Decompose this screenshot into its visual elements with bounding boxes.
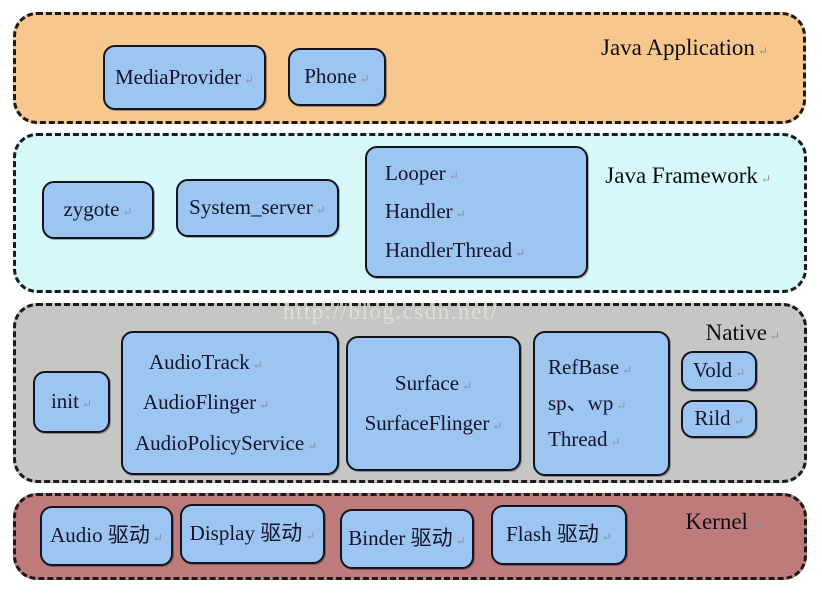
layer-native: Native↵ init↵ AudioTrack↵ AudioFlinger↵ … (13, 303, 807, 483)
box-line: Handler↵ (385, 199, 466, 224)
box-line: zygote↵ (63, 197, 132, 222)
layer-kernel: Kernel↵ Audio 驱动↵ Display 驱动↵ Binder 驱动↵… (13, 493, 807, 580)
box-mediaprovider: MediaProvider↵ (103, 45, 266, 110)
return-mark-icon: ↵ (757, 44, 768, 58)
box-phone: Phone↵ (288, 48, 386, 106)
box-text: Looper (385, 161, 446, 186)
layer-label-text: Java Application (601, 35, 755, 60)
return-mark-icon: ↵ (152, 531, 163, 546)
layer-label-java-framework: Java Framework↵ (605, 163, 771, 189)
box-line: Audio 驱动↵ (50, 523, 163, 548)
return-mark-icon: ↵ (252, 358, 263, 373)
return-mark-icon: ↵ (259, 398, 270, 413)
return-mark-icon: ↵ (455, 207, 466, 222)
return-mark-icon: ↵ (305, 529, 316, 544)
box-audio-driver: Audio 驱动↵ (40, 506, 173, 566)
box-line: sp、wp↵ (548, 391, 626, 416)
return-mark-icon: ↵ (769, 329, 780, 343)
box-line: AudioFlinger↵ (143, 390, 269, 415)
layer-java-framework: Java Framework↵ zygote↵ System_server↵ L… (13, 133, 807, 293)
box-line: Binder 驱动↵ (348, 526, 465, 551)
box-text: Binder 驱动 (348, 526, 453, 551)
box-line: System_server↵ (189, 195, 326, 220)
return-mark-icon: ↵ (515, 245, 526, 260)
box-text: Phone (304, 64, 357, 89)
box-text: MediaProvider (114, 64, 241, 89)
return-mark-icon: ↵ (315, 203, 326, 218)
layer-label-native: Native↵ (706, 320, 780, 346)
box-text: HandlerThread (385, 237, 513, 262)
return-mark-icon: ↵ (735, 366, 746, 381)
box-line: init↵ (51, 389, 92, 414)
box-text: Surface (394, 371, 460, 396)
layer-label-text: Kernel (685, 509, 748, 534)
box-line: AudioTrack↵ (149, 350, 263, 375)
box-text: Audio 驱动 (50, 523, 150, 548)
box-line: Display 驱动↵ (190, 521, 316, 546)
return-mark-icon: ↵ (359, 72, 370, 87)
box-init: init↵ (33, 371, 110, 433)
box-text: sp、wp (548, 390, 614, 415)
layer-java-application: Java Application↵ MediaProvider↵ Phone↵ (13, 12, 806, 124)
return-mark-icon: ↵ (81, 397, 93, 412)
return-mark-icon: ↵ (733, 414, 744, 429)
return-mark-icon: ↵ (616, 398, 627, 413)
box-zygote: zygote↵ (42, 181, 154, 239)
box-refbase: RefBase↵ sp、wp↵ Thread↵ (533, 331, 670, 476)
box-line: Looper↵ (385, 161, 459, 186)
box-text: zygote (63, 197, 120, 222)
box-text: Flash 驱动 (506, 522, 599, 547)
box-text: AudioFlinger (143, 390, 257, 415)
return-mark-icon: ↵ (760, 172, 771, 186)
return-mark-icon: ↵ (750, 518, 761, 532)
layer-label-text: Native (705, 320, 767, 345)
box-text: Thread (548, 427, 608, 452)
box-text: System_server (189, 195, 313, 220)
box-line: AudioPolicyService↵ (135, 431, 317, 456)
return-mark-icon: ↵ (243, 72, 255, 87)
box-binder-driver: Binder 驱动↵ (340, 509, 474, 569)
box-line: Thread↵ (548, 427, 621, 452)
box-line: Flash 驱动↵ (506, 522, 612, 547)
return-mark-icon: ↵ (455, 534, 466, 549)
box-rild: Rild↵ (681, 400, 757, 438)
box-vold: Vold↵ (681, 351, 757, 391)
box-display-driver: Display 驱动↵ (180, 504, 325, 564)
layer-label-kernel: Kernel↵ (685, 509, 761, 535)
box-text: Vold (692, 358, 733, 383)
box-text: RefBase (548, 354, 620, 379)
return-mark-icon: ↵ (122, 205, 133, 220)
layer-label-text: Java Framework (605, 163, 758, 188)
return-mark-icon: ↵ (462, 379, 473, 394)
box-text: Display 驱动 (189, 521, 303, 546)
box-text: AudioPolicyService (135, 430, 305, 455)
return-mark-icon: ↵ (307, 438, 318, 453)
box-text: init (50, 389, 79, 414)
box-text: AudioTrack (149, 350, 250, 375)
return-mark-icon: ↵ (492, 418, 503, 433)
box-text: SurfaceFlinger (364, 410, 490, 435)
return-mark-icon: ↵ (622, 362, 633, 377)
box-text: Handler (385, 199, 453, 224)
box-line: HandlerThread↵ (385, 238, 525, 263)
box-flash-driver: Flash 驱动↵ (491, 505, 627, 565)
box-line: Rild↵ (694, 406, 743, 431)
box-text: Rild (694, 406, 731, 431)
box-audio-stack: AudioTrack↵ AudioFlinger↵ AudioPolicySer… (121, 331, 339, 475)
return-mark-icon: ↵ (601, 530, 612, 545)
box-line: RefBase↵ (548, 355, 632, 380)
box-line: Phone↵ (304, 64, 370, 89)
box-line: MediaProvider↵ (115, 65, 254, 90)
box-looper-handler-handlerthread: Looper↵ Handler↵ HandlerThread↵ (365, 146, 588, 278)
box-line: SurfaceFlinger↵ (365, 411, 503, 436)
layer-label-java-application: Java Application↵ (601, 35, 768, 61)
return-mark-icon: ↵ (610, 435, 621, 450)
return-mark-icon: ↵ (448, 169, 459, 184)
box-line: Vold↵ (693, 358, 745, 383)
box-system-server: System_server↵ (176, 179, 339, 237)
box-line: Surface↵ (395, 371, 472, 396)
box-surface: Surface↵ SurfaceFlinger↵ (346, 336, 521, 471)
